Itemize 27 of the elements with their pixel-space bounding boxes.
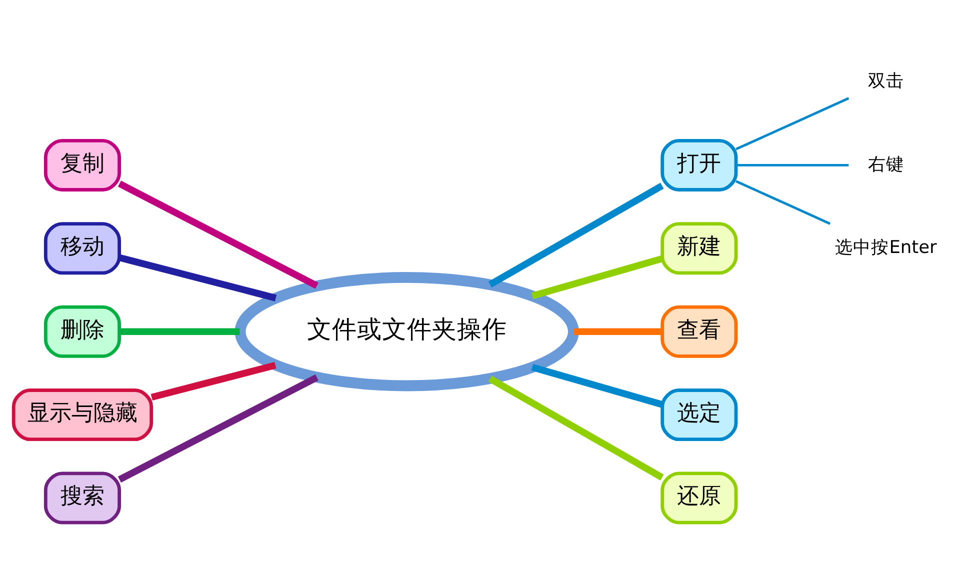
node-box: 删除 [44, 305, 121, 358]
node-box: 新建 [660, 222, 738, 275]
node-box: 打开 [660, 138, 738, 192]
node-text: 右键 [868, 154, 904, 175]
node-box: 搜索 [44, 472, 121, 524]
connector [118, 254, 277, 302]
node-box: 查看 [660, 305, 738, 358]
node-text: 选中按Enter [835, 238, 937, 258]
connector [118, 374, 318, 483]
node-text: 双击 [868, 72, 904, 92]
connector [574, 328, 662, 336]
node-box: 移动 [44, 222, 121, 275]
node-box: 显示与隐藏 [12, 388, 154, 442]
connector [736, 164, 849, 166]
node-box: 选定 [660, 388, 738, 442]
connector [531, 255, 663, 300]
connector [118, 180, 318, 289]
node-ellipse: 文件或文件夹操作 [234, 272, 579, 392]
connector [150, 362, 276, 401]
node-box: 还原 [660, 472, 738, 524]
connector [120, 328, 240, 336]
connector [488, 182, 664, 288]
connector [531, 364, 663, 408]
connector [736, 180, 831, 225]
node-box: 复制 [44, 138, 121, 192]
connector [736, 97, 850, 150]
connector [488, 376, 664, 480]
